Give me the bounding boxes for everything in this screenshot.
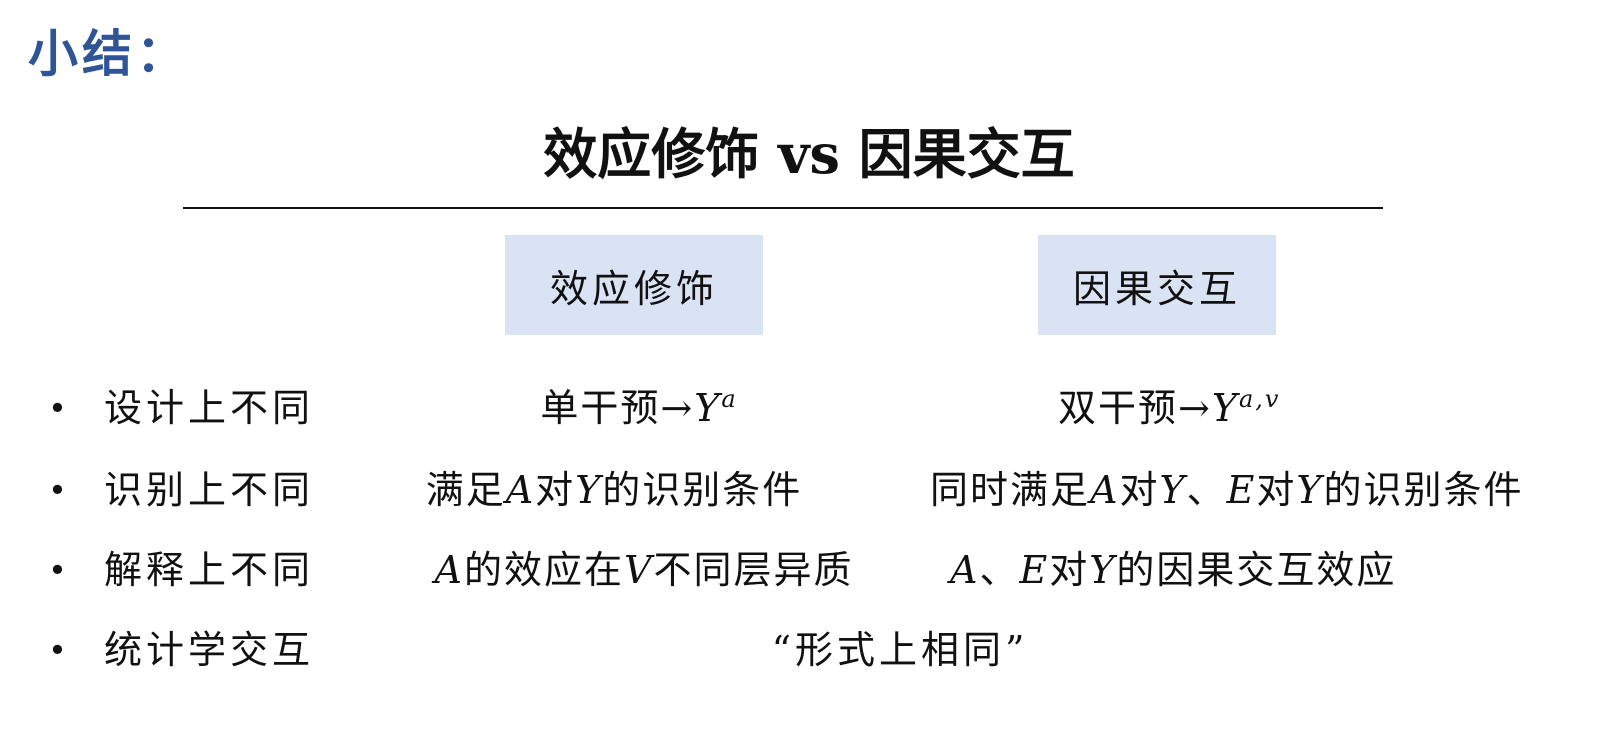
bullet: • <box>48 551 67 589</box>
row-label: 解释上不同 <box>104 548 315 592</box>
effect-modification-identification: 满足A对Y的识别条件 <box>425 468 803 512</box>
main-title: 效应修饰 vs 因果交互 <box>543 122 1075 186</box>
title-rule <box>183 207 1383 209</box>
section-title: 小结： <box>28 24 190 83</box>
comparison-row-identification: • 识别上不同 满足A对Y的识别条件 同时满足A对Y、E对Y的识别条件 <box>0 460 1618 520</box>
bullet: • <box>48 631 67 669</box>
column-header-causal-interaction: 因果交互 <box>1038 235 1276 335</box>
bullet: • <box>48 471 67 509</box>
column-header-effect-modification: 效应修饰 <box>505 235 763 335</box>
row-label: 识别上不同 <box>104 468 315 512</box>
comparison-row-statistical: • 统计学交互 “形式上相同” <box>0 620 1618 680</box>
row-label: 设计上不同 <box>104 386 315 430</box>
row-label: 统计学交互 <box>104 628 315 672</box>
effect-modification-interpretation: A的效应在V不同层异质 <box>434 548 854 592</box>
causal-interaction-identification: 同时满足A对Y、E对Y的识别条件 <box>930 468 1524 512</box>
comparison-row-design: • 设计上不同 单干预→Ya 双干预→Ya,v <box>0 378 1618 438</box>
causal-interaction-interpretation: A、E对Y的因果交互效应 <box>950 548 1397 592</box>
comparison-row-interpretation: • 解释上不同 A的效应在V不同层异质 A、E对Y的因果交互效应 <box>0 540 1618 600</box>
formally-same-note: “形式上相同” <box>771 628 1029 672</box>
bullet: • <box>48 389 67 427</box>
causal-interaction-design: 双干预→Ya,v <box>1058 385 1281 430</box>
effect-modification-design: 单干预→Ya <box>540 385 738 430</box>
